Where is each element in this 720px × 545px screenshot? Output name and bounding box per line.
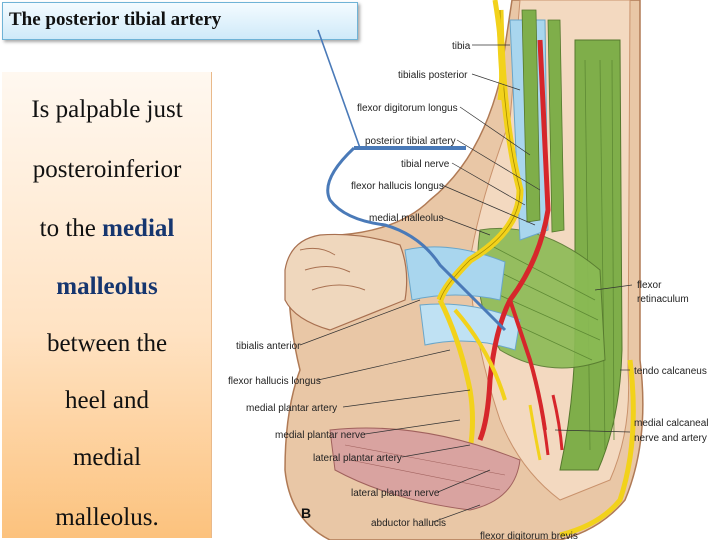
ankle-anatomy-figure: tibia tibialis posterior flexor digitoru… (212, 0, 720, 542)
label-medial-plantar-artery: medial plantar artery (246, 403, 337, 414)
label-flexor-retinaculum-1: flexor (637, 280, 662, 291)
label-medial-calcaneal-2: nerve and artery (634, 433, 707, 444)
body-line-1: Is palpable just (31, 96, 183, 123)
label-posterior-tibial-artery: posterior tibial artery (365, 136, 456, 147)
body-line-6: heel and (65, 387, 149, 414)
body-text-box: Is palpable just posteroinferior to the … (2, 72, 212, 538)
label-medial-malleolus: medial malleolus (369, 213, 443, 224)
label-flexor-digitorum-longus: flexor digitorum longus (357, 103, 458, 114)
label-tibialis-anterior: tibialis anterior (236, 341, 301, 352)
label-medial-plantar-nerve: medial plantar nerve (275, 430, 366, 441)
body-line-2: posteroinferior (32, 156, 182, 183)
label-abductor-hallucis: abductor hallucis (371, 518, 446, 529)
label-lateral-plantar-artery: lateral plantar artery (313, 453, 402, 464)
label-tibialis-posterior: tibialis posterior (398, 70, 468, 81)
label-medial-calcaneal-1: medial calcaneal (634, 418, 709, 429)
label-lateral-plantar-nerve: lateral plantar nerve (351, 488, 440, 499)
body-line-3: to the medial (2, 215, 212, 243)
label-tibia: tibia (452, 41, 471, 52)
posterior-tibial-artery (477, 39, 551, 441)
body-line-4: malleolus (56, 273, 158, 300)
body-line-7: medial (72, 444, 142, 471)
slide-title: The posterior tibial artery (2, 2, 358, 40)
label-tibial-nerve: tibial nerve (401, 159, 450, 170)
body-line-5: between the (46, 330, 168, 357)
leader-lines (299, 44, 633, 523)
ankle-anatomy-svg: tibia tibialis posterior flexor digitoru… (228, 0, 709, 542)
body-line-3-emphasis: medial (102, 215, 175, 242)
abductor-hallucis (329, 427, 521, 511)
body-line-8: malleolus. (55, 504, 159, 531)
label-tendo-calcaneus: tendo calcaneus (634, 366, 707, 377)
callout-pointer (317, 29, 361, 149)
label-flexor-hallucis-longus-lower: flexor hallucis longus (228, 376, 321, 387)
label-flexor-hallucis-longus-upper: flexor hallucis longus (351, 181, 444, 192)
body-line-3-prefix: to the (39, 215, 103, 242)
foot-toes (284, 233, 408, 331)
label-flexor-digitorum-brevis: flexor digitorum brevis (480, 531, 578, 540)
figure-panel-letter: B (301, 505, 311, 521)
label-flexor-retinaculum-2: retinaculum (637, 294, 689, 305)
